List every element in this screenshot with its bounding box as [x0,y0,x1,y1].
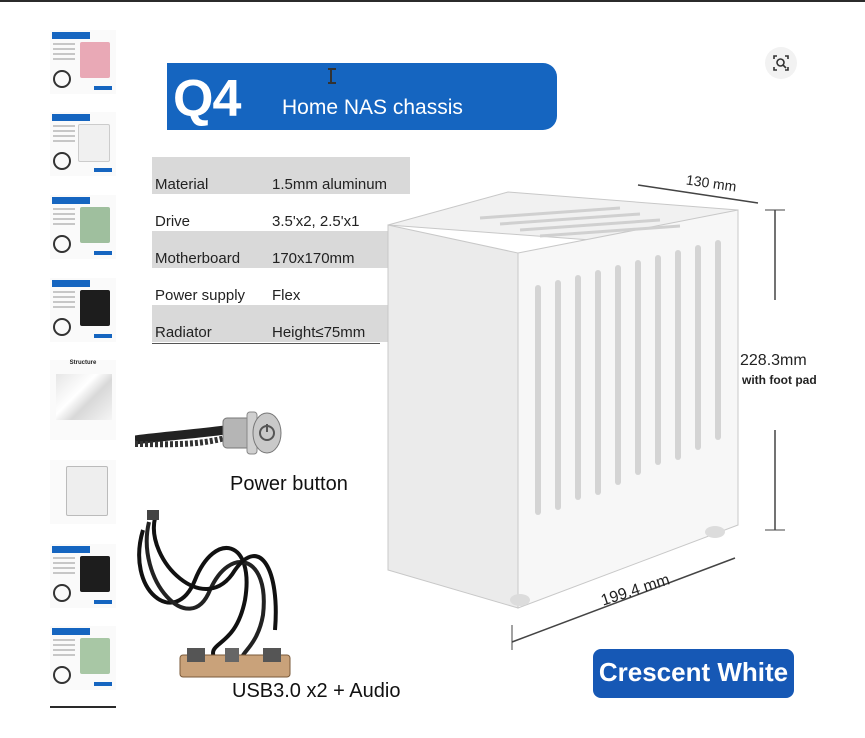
thumb-cable [53,70,71,88]
thumb-header [52,546,90,553]
spec-key: Drive [155,213,191,230]
color-name-badge: Crescent White [593,649,794,698]
spec-table: Material 1.5mm aluminum Drive 3.5'x2, 2.… [152,157,410,344]
thumb-header [52,114,90,121]
model-name: Q4 [173,70,241,128]
thumb-tag [94,86,112,90]
thumb-tag [94,600,112,604]
spec-value: Height≤75mm [272,324,366,341]
thumbnail-partial[interactable] [50,706,116,714]
spec-key: Power supply [155,287,246,304]
spec-table-underline [152,343,380,344]
visual-search-button[interactable] [765,47,797,79]
thumb-spec-lines [53,291,75,293]
thumb-spec-lines [53,208,75,210]
spec-key: Motherboard [155,250,241,267]
spec-value: 3.5'x2, 2.5'x1 [272,213,360,230]
thumb-spec-lines [53,43,75,45]
thumb-cable [53,318,71,336]
thumb-header [52,280,90,287]
spec-row: Power supply Flex [152,268,410,305]
product-banner: Q4 Home NAS chassis [167,63,557,130]
thumb-chassis [80,42,110,78]
thumb-cable [53,666,71,684]
thumb-chassis [80,556,110,592]
visual-search-icon [773,55,789,71]
thumb-spec-lines [53,557,75,559]
spec-value: 170x170mm [272,250,355,267]
thumb-spec-lines [53,125,75,127]
spec-key: Radiator [155,324,212,341]
product-subtitle: Home NAS chassis [282,96,463,119]
thumbnail-white[interactable] [50,112,116,176]
thumb-tag [94,251,112,255]
spec-row: Motherboard 170x170mm [152,231,410,268]
thumbnail-green-2[interactable] [50,626,116,690]
thumb-spec-lines [53,639,75,641]
thumb-tag [94,168,112,172]
text-cursor-icon [328,68,338,84]
thumbnail-green[interactable] [50,195,116,259]
top-border [0,0,865,2]
thumb-cable [53,152,71,170]
spec-key: Material [155,176,209,193]
thumb-structure-parts [56,374,112,420]
thumb-tag [94,682,112,686]
thumb-chassis [66,466,108,516]
thumb-header [52,197,90,204]
spec-row: Drive 3.5'x2, 2.5'x1 [152,194,410,231]
thumb-chassis [78,124,110,162]
thumb-structure-title: Structure [69,360,97,366]
spec-value: 1.5mm aluminum [272,176,388,193]
thumbnail-structure[interactable]: Structure [50,360,116,440]
thumb-cable [53,235,71,253]
spec-value: Flex [272,287,301,304]
power-button-image [135,411,282,455]
thumbnail-black[interactable] [50,278,116,342]
thumb-tag [94,334,112,338]
spec-row: Material 1.5mm aluminum [152,157,410,194]
thumb-chassis [80,207,110,243]
thumb-cable [53,584,71,602]
dimension-height-note: with foot pad [742,373,817,387]
thumb-header [52,32,90,39]
power-button-caption: Power button [230,473,348,495]
thumb-header [52,628,90,635]
thumb-chassis [80,638,110,674]
dimension-height: 228.3mm [740,352,807,369]
chassis-image [387,184,785,650]
thumbnail-black-2[interactable] [50,544,116,608]
thumb-chassis [80,290,110,326]
usb-caption: USB3.0 x2 + Audio [232,680,401,702]
thumbnail-pink[interactable] [50,30,116,94]
thumbnail-interior[interactable] [50,460,116,524]
usb-cable-image [137,510,291,678]
spec-row: Radiator Height≤75mm [152,305,410,342]
